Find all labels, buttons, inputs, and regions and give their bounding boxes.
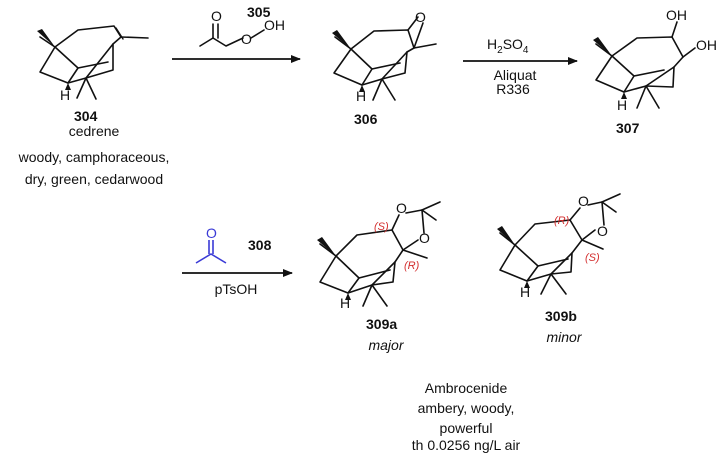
h-atom-label: H bbox=[617, 97, 627, 113]
product-odor-line1: ambery, woody, bbox=[418, 400, 515, 416]
compound-number-307: 307 bbox=[616, 120, 640, 136]
reagent-number-308: 308 bbox=[248, 237, 272, 253]
reagent-aliquat-line1: Aliquat bbox=[494, 67, 537, 83]
oxygen-label: O bbox=[206, 225, 217, 241]
reagent-ptsoh: pTsOH bbox=[215, 281, 258, 297]
oxygen-label: O bbox=[396, 200, 407, 216]
stereo-label-r: (R) bbox=[554, 215, 570, 227]
reagent-aliquat-line2: R336 bbox=[496, 81, 530, 97]
product-name-ambrocenide: Ambrocenide bbox=[425, 380, 508, 396]
reagent-sulfuric-acid: H2SO4 bbox=[487, 36, 529, 56]
peracid-structure: O O OH bbox=[199, 8, 285, 47]
structure-304-cedrene: H bbox=[37, 25, 149, 103]
isomer-note-major: major bbox=[368, 337, 404, 353]
structure-309b: O O H (R) (S) bbox=[497, 193, 621, 300]
oxygen-label: O bbox=[419, 230, 430, 246]
compound-number-304: 304 bbox=[74, 108, 98, 124]
odor-description-304-line2: dry, green, cedarwood bbox=[25, 171, 163, 187]
stereo-label-r: (R) bbox=[404, 260, 420, 272]
oxygen-label: O bbox=[578, 193, 589, 209]
reagent-number-305: 305 bbox=[247, 4, 271, 20]
hydroxyl-label: OH bbox=[666, 7, 687, 23]
structure-307-diol: OH OH H bbox=[593, 7, 717, 113]
oxygen-label: O bbox=[415, 9, 426, 25]
compound-number-309a: 309a bbox=[366, 316, 397, 332]
stereo-label-s: (S) bbox=[585, 252, 600, 264]
isomer-note-minor: minor bbox=[546, 329, 582, 345]
compound-name-cedrene: cedrene bbox=[69, 123, 120, 139]
oxygen-label: O bbox=[211, 8, 222, 24]
h-atom-label: H bbox=[60, 87, 70, 103]
h-atom-label: H bbox=[520, 284, 530, 300]
product-odor-line2: powerful bbox=[440, 420, 493, 436]
oxygen-label: O bbox=[597, 223, 608, 239]
h-atom-label: H bbox=[356, 88, 366, 104]
h-atom-label: H bbox=[340, 295, 350, 311]
hydroxyl-label: OH bbox=[696, 37, 717, 53]
structure-309a: O O H (S) (R) bbox=[317, 200, 441, 311]
hydroxyl-label: OH bbox=[264, 17, 285, 33]
acetone-structure: O bbox=[195, 225, 227, 264]
compound-number-306: 306 bbox=[354, 111, 378, 127]
compound-number-309b: 309b bbox=[545, 308, 577, 324]
stereo-label-s: (S) bbox=[374, 221, 389, 233]
odor-description-304-line1: woody, camphoraceous, bbox=[18, 149, 170, 165]
odor-threshold: th 0.0256 ng/L air bbox=[412, 437, 521, 453]
oxygen-label: O bbox=[241, 31, 252, 47]
structure-306-epoxide: O H bbox=[332, 9, 437, 104]
